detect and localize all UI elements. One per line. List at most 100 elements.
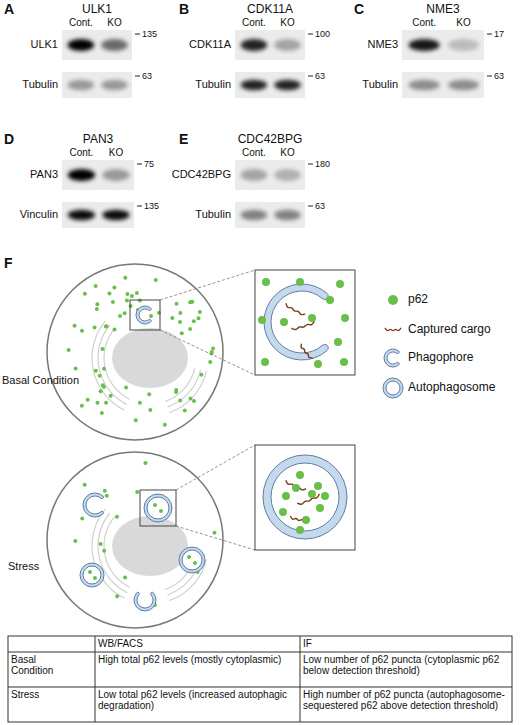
protein-band — [101, 80, 128, 90]
nucleus — [112, 328, 188, 388]
mw-marker: 63 — [315, 201, 345, 211]
p62-dot — [198, 310, 202, 314]
p62-dot — [143, 461, 147, 465]
p62-dot — [102, 549, 106, 553]
table-grid — [8, 636, 512, 722]
p62-dot — [149, 314, 153, 318]
table-rule — [8, 687, 512, 688]
table-cell: Low total p62 levels (increased autophag… — [98, 689, 298, 711]
p62-dot — [174, 388, 178, 392]
p62-dot — [261, 358, 269, 366]
panel-letter: D — [4, 132, 24, 148]
p62-dot — [279, 508, 287, 516]
p62-dot — [292, 484, 300, 492]
p62-dot — [187, 555, 191, 559]
p62-dot — [98, 374, 102, 378]
p62-dot — [101, 347, 105, 351]
mw-marker: 63 — [315, 71, 345, 81]
table-rule — [8, 652, 512, 653]
marker-tick — [137, 164, 142, 165]
p62-dot — [296, 526, 304, 534]
p62-dot — [326, 296, 334, 304]
protein-band — [241, 80, 268, 90]
p62-dot — [262, 278, 270, 286]
p62-dot — [316, 504, 324, 512]
p62-dot — [208, 360, 212, 364]
p62-dot — [88, 570, 92, 574]
p62-dot — [123, 276, 127, 280]
p62-dot — [94, 369, 98, 373]
autophagosome — [80, 563, 104, 587]
panel-letter: B — [179, 2, 199, 18]
p62-dot — [314, 360, 322, 368]
legend-text: Captured cargo — [408, 323, 491, 336]
cargo — [385, 328, 401, 331]
p62-dot — [188, 300, 192, 304]
autophagosome — [179, 547, 205, 573]
p62-dot — [123, 311, 127, 315]
table-row-header: Basal Condition — [11, 654, 66, 676]
p62-dot — [115, 594, 119, 598]
p62-dot — [83, 483, 87, 487]
cell — [47, 264, 223, 440]
lane-label: Cont. — [61, 17, 101, 28]
zoom-box — [255, 445, 355, 550]
p62-dot — [113, 328, 117, 332]
p62-dot — [99, 389, 103, 393]
p62-dot — [104, 324, 108, 328]
protein-band — [448, 80, 479, 90]
protein-label: Vinculin — [0, 208, 58, 220]
p62-dot — [258, 316, 266, 324]
p62-dot — [334, 338, 342, 346]
p62-dot — [118, 314, 122, 318]
protein-band — [241, 169, 268, 181]
condition-label: Basal Condition — [2, 374, 92, 386]
phagophore — [83, 493, 103, 517]
legend-text: p62 — [408, 293, 428, 306]
protein-band — [448, 39, 479, 51]
p62-dot — [296, 471, 304, 479]
p62-dot — [308, 490, 316, 498]
p62-dot — [314, 482, 322, 490]
p62-dot — [105, 494, 109, 498]
lane-label: Cont. — [234, 17, 274, 28]
condition-label: Stress — [8, 560, 68, 572]
blot-strip — [402, 72, 484, 98]
p62-dot — [170, 316, 174, 320]
table-row-header: Stress — [11, 689, 66, 700]
p62-dot — [109, 394, 113, 398]
table-cell: Low number of p62 puncta (cytoplasmic p6… — [303, 654, 509, 676]
p62-dot — [104, 401, 108, 405]
zoom-leader — [160, 270, 255, 300]
table-cell: High total p62 levels (mostly cytoplasmi… — [98, 654, 298, 665]
marker-tick — [487, 76, 492, 77]
lane-label: KO — [444, 17, 484, 28]
protein-label: CDK11A — [151, 38, 231, 50]
phagophore — [384, 349, 399, 367]
p62-dot — [111, 300, 115, 304]
protein-label: Tubulin — [151, 78, 231, 90]
marker-tick — [308, 76, 313, 77]
p62-dot — [138, 401, 142, 405]
marker-tick — [308, 34, 313, 35]
p62-dot — [125, 299, 129, 303]
protein-band — [101, 39, 128, 51]
cell — [47, 452, 223, 628]
table-rule — [300, 636, 301, 722]
lane-label: Cont. — [404, 17, 444, 28]
p62-dot — [94, 284, 98, 288]
protein-band — [102, 169, 129, 181]
marker-tick — [487, 34, 492, 35]
p62-dot — [73, 539, 77, 543]
p62-dot — [163, 423, 167, 427]
p62-dot — [95, 401, 99, 405]
panel-letter: C — [354, 2, 374, 18]
p62-dot — [321, 492, 329, 500]
protein-band — [68, 80, 95, 90]
p62-dot — [115, 515, 119, 519]
phagophore — [134, 592, 156, 611]
p62-dot — [183, 409, 187, 413]
p62-dot — [159, 509, 163, 513]
legend-text: Autophagosome — [408, 381, 495, 394]
